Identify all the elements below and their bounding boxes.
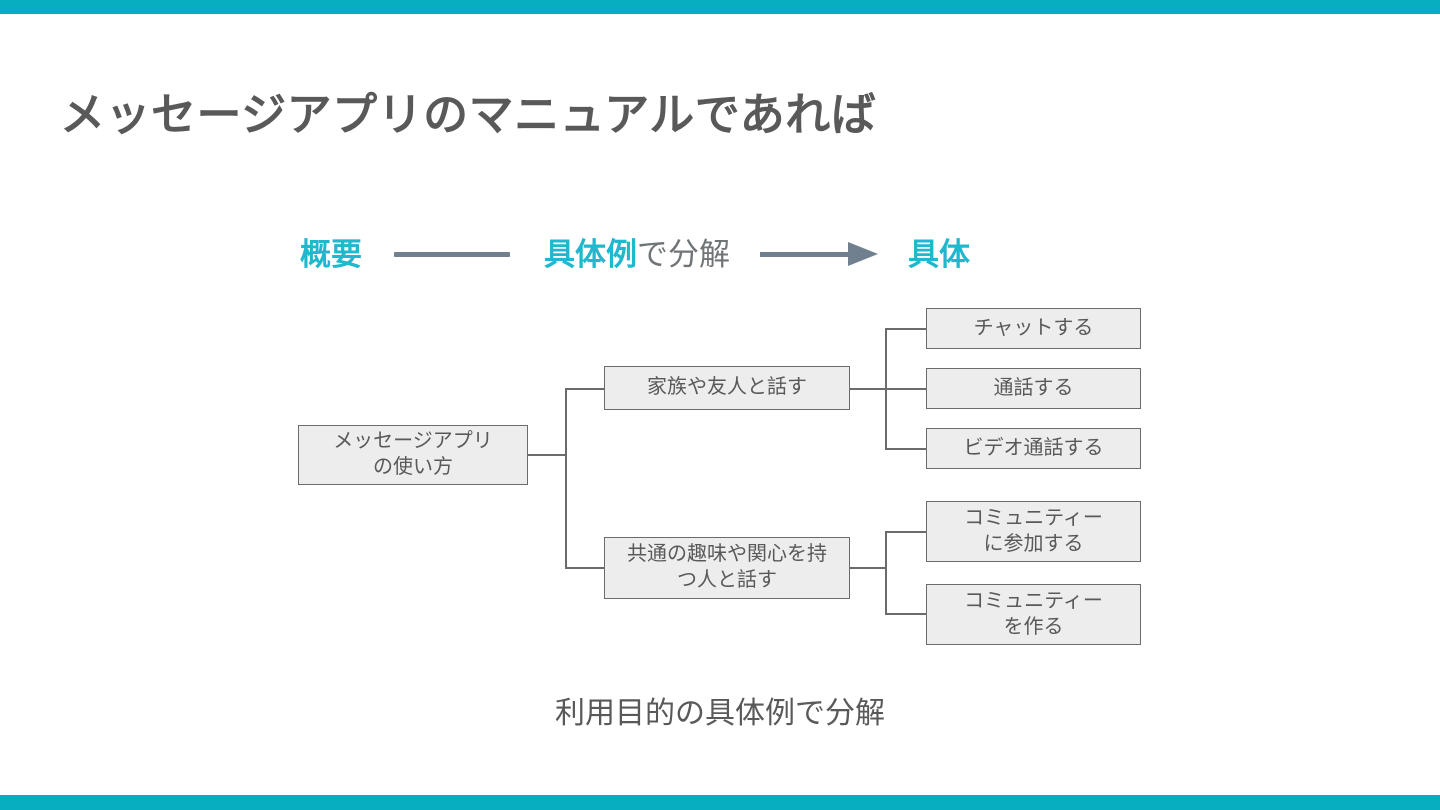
tree-node-branch-1-label: 家族や友人と話す — [647, 376, 807, 399]
legend-label-decompose-accent: 具体例 — [544, 236, 637, 272]
connector-branch1-stem — [565, 388, 605, 390]
tree-leaf-create-community-line2: を作る — [1003, 615, 1064, 638]
tree-node-branch-2-line2: つ人と話す — [677, 569, 777, 591]
top-accent-bar — [0, 0, 1440, 14]
connector-branch2-out — [850, 567, 886, 569]
tree-leaf-join-community-line1: コミュニティー — [964, 506, 1103, 529]
progression-legend: 概要 具体例で分解 具体 — [300, 228, 1140, 280]
tree-leaf-video-call-label: ビデオ通話する — [963, 436, 1104, 459]
legend-label-decompose: 具体例で分解 — [544, 239, 730, 270]
bottom-accent-bar — [0, 795, 1440, 810]
connector-branch2-trunk — [885, 531, 887, 614]
connector-branch1-out — [850, 388, 886, 390]
tree-leaf-create-community[interactable]: コミュニティー を作る — [926, 584, 1141, 645]
tree-node-branch-2-line1: 共通の趣味や関心を持 — [627, 543, 827, 566]
connector-branch2-leaf1 — [885, 531, 926, 533]
tree-node-root-line1: メッセージアプリ — [333, 430, 493, 453]
tree-node-branch-1[interactable]: 家族や友人と話す — [604, 366, 850, 410]
diagram-caption: 利用目的の具体例で分解 — [555, 697, 885, 730]
legend-label-decompose-rest: で分解 — [637, 236, 730, 272]
tree-leaf-chat-label: チャットする — [973, 316, 1094, 339]
legend-label-concrete: 具体 — [908, 236, 970, 272]
connector-root-stem — [528, 454, 566, 456]
legend-divider-line — [394, 251, 510, 257]
tree-leaf-call[interactable]: 通話する — [926, 368, 1141, 409]
tree-node-root[interactable]: メッセージアプリ の使い方 — [298, 425, 528, 485]
page-title: メッセージアプリのマニュアルであれば — [60, 89, 877, 140]
tree-leaf-call-label: 通話する — [993, 376, 1074, 399]
legend-arrow-head — [848, 242, 878, 266]
connector-root-trunk — [565, 389, 567, 568]
tree-node-branch-2[interactable]: 共通の趣味や関心を持 つ人と話す — [604, 537, 850, 599]
tree-leaf-create-community-line1: コミュニティー — [964, 589, 1103, 612]
tree-leaf-join-community-line2: に参加する — [983, 532, 1084, 555]
connector-branch2-leaf2 — [885, 613, 926, 615]
tree-leaf-video-call[interactable]: ビデオ通話する — [926, 428, 1141, 469]
tree-node-root-line2: の使い方 — [373, 456, 453, 478]
connector-branch1-leaf3 — [885, 448, 926, 450]
connector-branch2-stem — [565, 567, 605, 569]
legend-arrow-icon — [760, 242, 878, 266]
legend-label-overview: 概要 — [300, 236, 362, 272]
connector-branch1-leaf1 — [885, 328, 926, 330]
connector-branch1-trunk — [885, 328, 887, 448]
connector-branch1-leaf2 — [885, 388, 926, 390]
tree-leaf-chat[interactable]: チャットする — [926, 308, 1141, 349]
legend-arrow-shaft — [760, 251, 852, 257]
tree-leaf-join-community[interactable]: コミュニティー に参加する — [926, 501, 1141, 562]
